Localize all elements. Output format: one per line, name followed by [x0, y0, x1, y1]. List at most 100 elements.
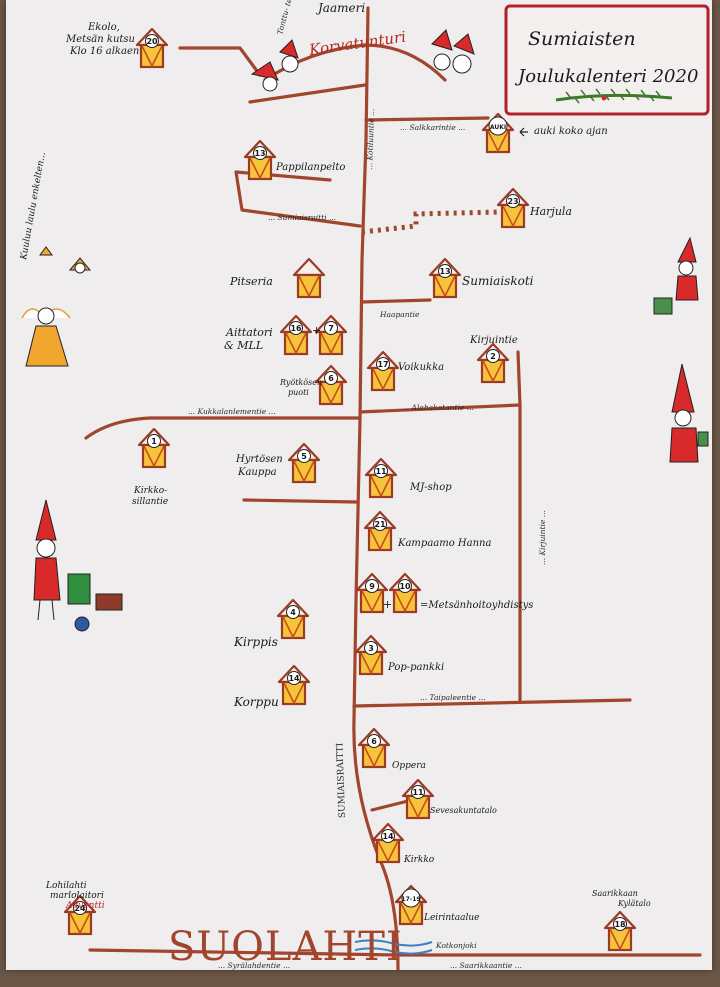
lantern-number-badge [374, 464, 388, 478]
lantern-number-badge [324, 371, 338, 385]
lantern-body-icon [67, 910, 93, 936]
label-kotiluuntie: ... Kotiluuntie ... [365, 109, 376, 170]
label-lohilahti: Lohilahti marlolaitori Adventti [45, 881, 107, 911]
side-text: Kuuluu laulu enkelten... [19, 151, 48, 261]
lantern-number-badge [286, 605, 300, 619]
lantern-17: 4 [276, 598, 310, 640]
lantern-flame-icon [363, 745, 385, 768]
label-metsanhoito: =Metsänhoitoyhdistys [420, 600, 533, 611]
road-hyrtonen [242, 498, 358, 504]
lantern-number: 17-19 [401, 896, 420, 903]
label-kirppis: Kirppis [233, 635, 278, 649]
label-saarikkaan: Saarikkaan Kylätalo [592, 889, 651, 908]
lantern-body-icon [432, 273, 458, 299]
lantern-body-icon [296, 273, 322, 299]
lantern-body-icon [405, 794, 431, 820]
road-harjula [361, 209, 501, 235]
lantern-1: AUKI [481, 112, 515, 154]
lantern-8: 2 [476, 342, 510, 384]
lantern-body-icon [141, 443, 167, 469]
label-alahakotantie: ... Alahakotantie ... [402, 403, 474, 412]
label-harjula: Harjula [529, 205, 572, 218]
label-sumiaisraitti-top: ... Sumiaisraitti ... [268, 213, 336, 222]
label-voikukka: Voikukka [398, 362, 444, 373]
berry-icon [601, 95, 607, 101]
label-aittatori: Aittatori & MLL [224, 326, 276, 352]
lantern-flame-icon [141, 45, 163, 68]
lantern-flame-icon [320, 382, 342, 405]
lantern-flame-icon [320, 332, 342, 355]
lantern-number: 4 [290, 608, 296, 617]
label-ryotkonen: Ryötkösen puoti [279, 378, 325, 397]
label-pitseria: Pitseria [229, 275, 273, 288]
santa-heads-icon [250, 29, 475, 92]
label-kirjuintie-top: Kirjuintie [469, 335, 518, 346]
plus-sign-2: + [383, 598, 392, 611]
lantern-body-icon [280, 614, 306, 640]
road-ekolo [178, 46, 262, 77]
lantern-number: 13 [439, 267, 450, 276]
lantern-number-badge [145, 34, 159, 48]
label-poppankki: Pop-pankki [387, 662, 444, 673]
label-leirinta: Leirintaalue [423, 913, 480, 923]
lantern-number: 14 [288, 674, 300, 683]
lantern-number: 6 [371, 737, 377, 746]
label-ekolo: Ekolo, Metsän kutsu Klo 16 alkaen [65, 22, 139, 57]
top-label: Jaameri [315, 1, 365, 15]
lantern-number-badge [297, 449, 311, 463]
label-kukkalanlementie: ... Kukkalanlementie ... [188, 407, 276, 416]
lantern-13: 11 [364, 457, 398, 499]
lantern-flame-icon [69, 912, 91, 935]
lantern-flame-icon [487, 130, 509, 153]
label-haapantie: Haapantie [379, 310, 420, 319]
label-sumiaisraitti-bottom: SUMIAISRAITTI [335, 742, 348, 818]
lantern-body-icon [139, 43, 165, 69]
lantern-number-badge [289, 321, 303, 335]
elf-right-mid-icon [669, 363, 709, 463]
lantern-0: 20 [135, 27, 169, 69]
title-box: Sumiaisten Joulukalenteri 2020 [504, 4, 710, 116]
lantern-6: 16 [279, 314, 313, 356]
label-taipaleentie: ... Taipaleentie ... [420, 693, 486, 702]
lantern-flame-icon [609, 928, 631, 951]
lantern-number: 3 [368, 644, 374, 653]
lantern-24: 24 [63, 894, 97, 936]
lantern-number: 16 [290, 324, 302, 333]
lantern-16: 10 [388, 572, 422, 614]
lantern-number: AUKI [490, 124, 506, 131]
lantern-flame-icon [407, 796, 429, 819]
lantern-number-badge [324, 321, 338, 335]
label-salkkarintie: ... Salkkarintie ... [400, 123, 465, 132]
lantern-number: 2 [490, 352, 496, 361]
lantern-number: 11 [375, 467, 387, 476]
lantern-body-icon [318, 330, 344, 356]
lantern-body-icon [291, 458, 317, 484]
lantern-flame-icon [370, 475, 392, 498]
lantern-number: 17 [377, 360, 388, 369]
title-line2: Joulukalenteri 2020 [514, 66, 698, 87]
lantern-body-icon [500, 203, 526, 229]
lantern-flame-icon [360, 652, 382, 675]
lantern-flame-icon [372, 368, 394, 391]
lantern-number-badge [488, 116, 508, 136]
river-kotkonjoki [354, 939, 433, 947]
lantern-number-badge [398, 579, 412, 593]
road-salkkarintie [364, 116, 490, 122]
lantern-5: 13 [428, 257, 462, 299]
lantern-flame-icon [361, 590, 383, 613]
lantern-flame-icon [394, 590, 416, 613]
lantern-body-icon [375, 838, 401, 864]
lantern-number-badge [373, 517, 387, 531]
elf-left-icon [33, 499, 123, 632]
lantern-body-icon [392, 588, 418, 614]
label-kirkko: Kirkko [403, 855, 435, 865]
label-oppera: Oppera [392, 761, 426, 771]
lantern-body-icon [368, 473, 394, 499]
lantern-number-badge [401, 888, 421, 908]
lantern-4 [292, 257, 326, 299]
lantern-body-icon [607, 926, 633, 952]
lantern-labels: Ekolo, Metsän kutsu Klo 16 alkaen auki k… [45, 22, 651, 923]
label-kotkonjoki: Kotkonjoki [435, 941, 477, 950]
road-main-upper [352, 6, 370, 722]
road-seurakunta [370, 798, 414, 812]
